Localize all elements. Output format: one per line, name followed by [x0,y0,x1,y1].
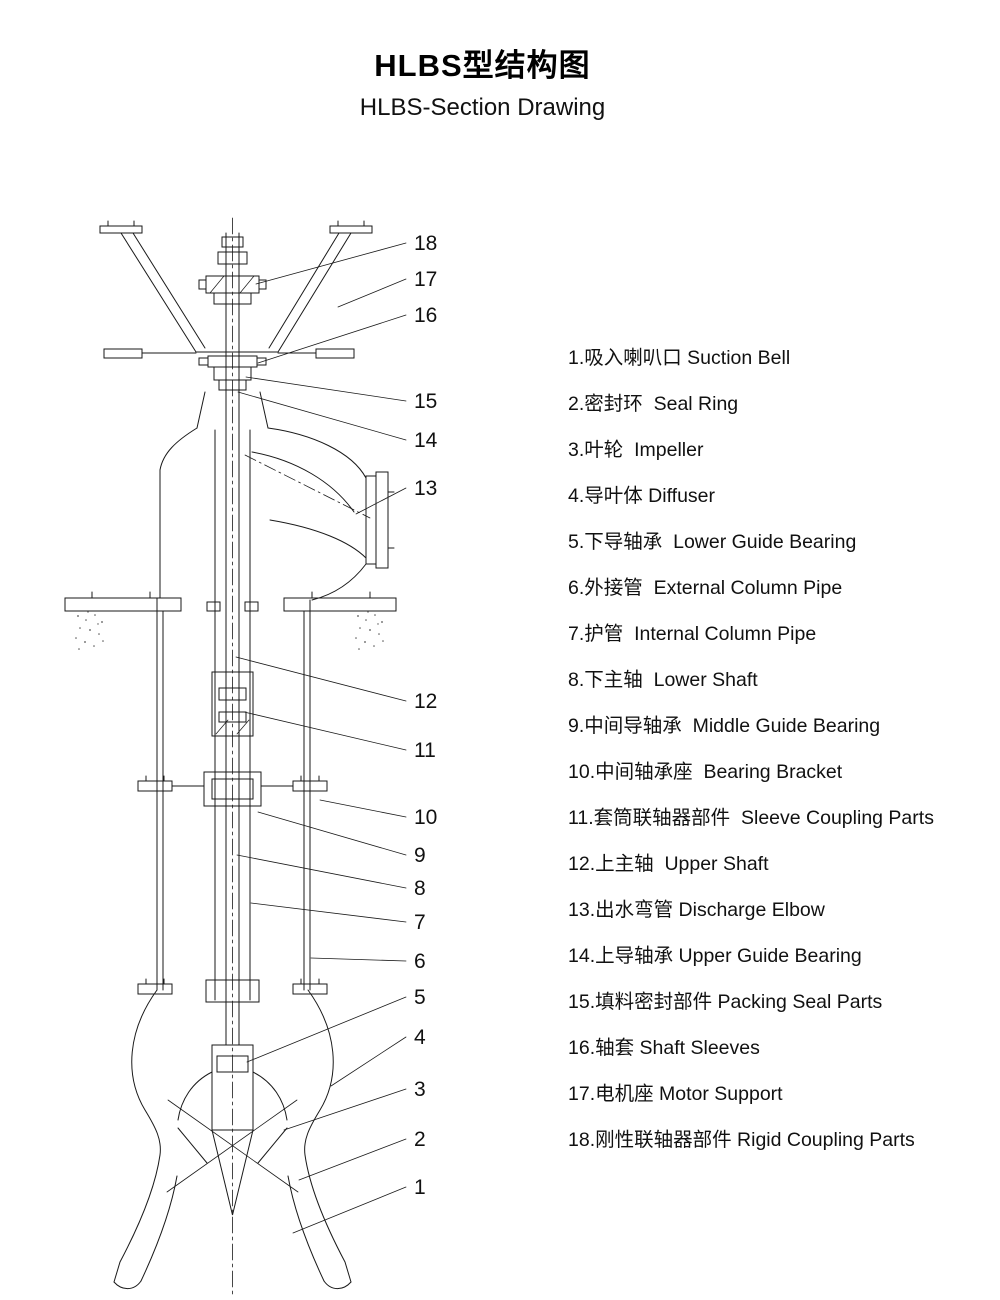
packing-seal-assembly [195,351,279,429]
legend-item-14: 14.上导轴承 Upper Guide Bearing [568,945,862,967]
leader-lines [235,242,407,1234]
legend-item-11: 11.套筒联轴器部件 Sleeve Coupling Parts [568,807,934,829]
callout-label-2: 2 [414,1128,426,1151]
legend-item-16: 16.轴套 Shaft Sleeves [568,1037,760,1059]
legend-item-1: 1.吸入喇叭口 Suction Bell [568,347,791,369]
discharge-elbow [159,427,395,601]
sleeve-coupling [211,671,254,737]
lower-flange-joint [137,978,328,1003]
callout-label-8: 8 [414,877,426,900]
callout-label-6: 6 [414,950,426,973]
callout-label-17: 17 [414,268,437,291]
callout-label-7: 7 [414,911,426,934]
callout-label-1: 1 [414,1176,426,1199]
callout-label-12: 12 [414,690,437,713]
callout-label-18: 18 [414,232,437,255]
legend-item-15: 15.填料密封部件 Packing Seal Parts [568,991,883,1013]
legend-item-10: 10.中间轴承座 Bearing Bracket [568,761,843,783]
legend-item-3: 3.叶轮 Impeller [568,439,704,461]
impeller-assembly [177,1044,288,1216]
rigid-coupling [198,232,267,353]
callout-label-15: 15 [414,390,437,413]
legend-item-7: 7.护管 Internal Column Pipe [568,623,817,645]
legend-item-5: 5.下导轴承 Lower Guide Bearing [568,531,857,553]
foundation [64,591,397,650]
legend-item-12: 12.上主轴 Upper Shaft [568,853,769,875]
callout-label-11: 11 [414,739,436,762]
bearing-bracket [137,771,328,807]
callout-label-13: 13 [414,477,437,500]
page-subtitle: HLBS-Section Drawing [359,94,606,121]
callout-label-16: 16 [414,304,437,327]
concrete-speckle [75,611,384,650]
callout-label-3: 3 [414,1078,426,1101]
page-title: HLBS型结构图 [374,48,591,83]
callout-label-10: 10 [414,806,437,829]
callout-label-5: 5 [414,986,426,1009]
legend-item-8: 8.下主轴 Lower Shaft [568,669,758,691]
suction-bell [113,989,352,1290]
legend-item-17: 17.电机座 Motor Support [568,1083,783,1105]
legend-item-4: 4.导叶体 Diffuser [568,485,716,507]
column-pipes [156,351,311,1046]
callout-label-4: 4 [414,1026,426,1049]
motor-support [99,220,373,359]
parts-legend: 1.吸入喇叭口 Suction Bell 2.密封环 Seal Ring 3.叶… [568,335,934,1163]
callout-label-14: 14 [414,429,438,452]
legend-item-13: 13.出水弯管 Discharge Elbow [568,899,825,921]
legend-item-2: 2.密封环 Seal Ring [568,393,739,415]
legend-item-18: 18.刚性联轴器部件 Rigid Coupling Parts [568,1129,915,1151]
legend-item-6: 6.外接管 External Column Pipe [568,577,843,599]
legend-item-9: 9.中间导轴承 Middle Guide Bearing [568,715,881,737]
callout-label-9: 9 [414,844,426,867]
